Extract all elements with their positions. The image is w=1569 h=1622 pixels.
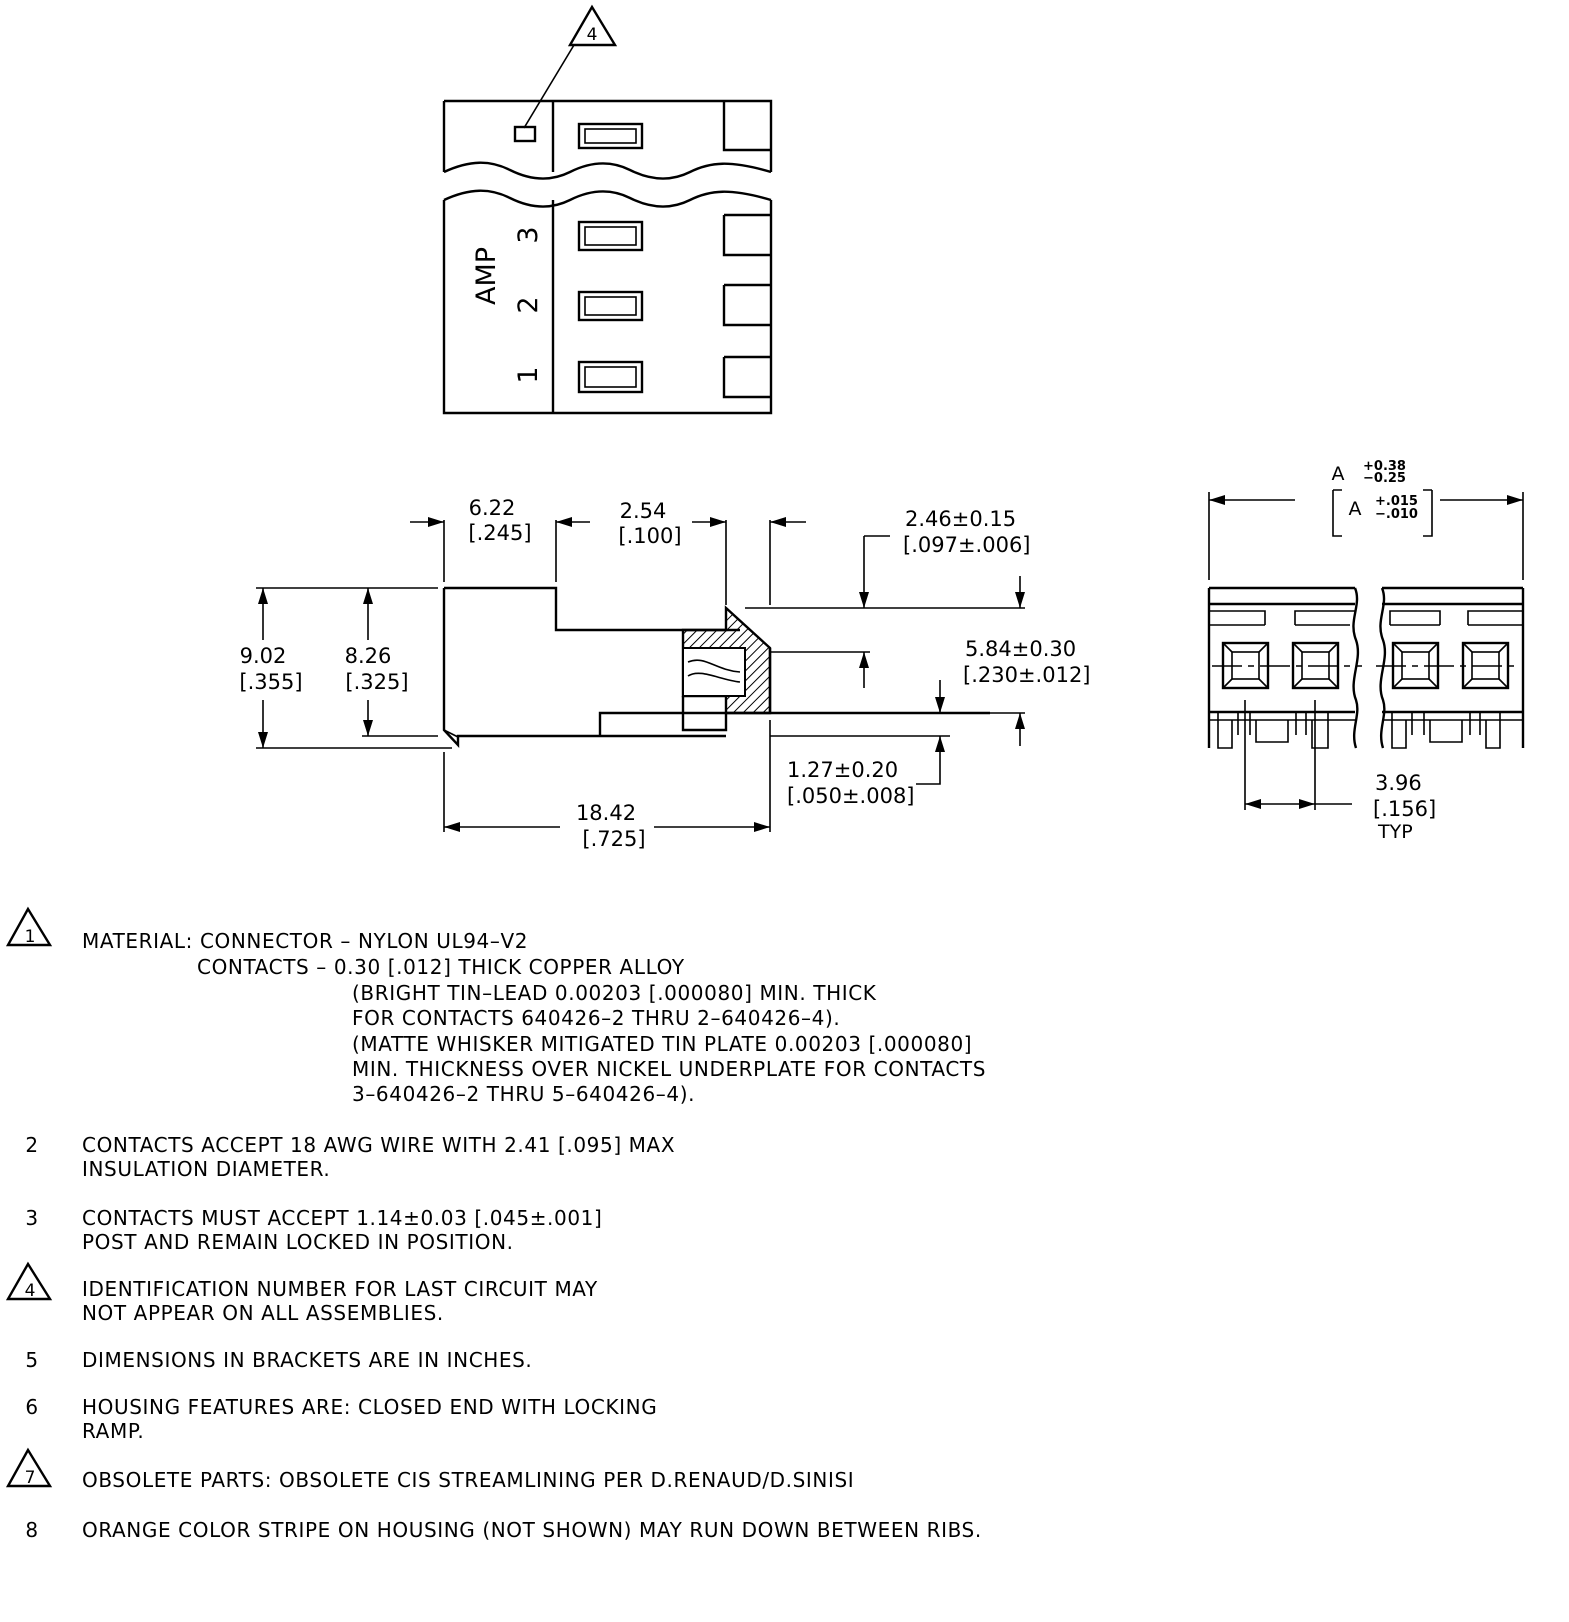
position-number-3: 3 [513,226,544,243]
note-1-number: 1 [25,927,36,947]
note-4-number: 4 [25,1281,36,1301]
dim-pitch-mm: 2.54 [620,499,667,523]
dim-offset-in: [.050±.008] [787,784,915,808]
side-view: 6.22 [.245] 2.54 [.100] 2.46±0.15 [.097±… [239,496,1090,851]
top-view: 4 AMP 3 2 1 [442,4,773,415]
note-1-line-4: FOR CONTACTS 640426–2 THRU 2–640426–4). [352,1006,840,1030]
note-8: 8 ORANGE COLOR STRIPE ON HOUSING (NOT SH… [25,1518,981,1542]
note-4-line-1: IDENTIFICATION NUMBER FOR LAST CIRCUIT M… [82,1277,598,1301]
dim-width-in: [.245] [468,521,531,545]
note-1-line-1: MATERIAL: CONNECTOR – NYLON UL94–V2 [82,929,528,953]
contact-slot [577,220,644,252]
tol-a-in: A [1349,498,1362,520]
tol-a-mm-plus: +0.38 [1363,459,1406,474]
note-5-number: 5 [25,1348,38,1372]
delta-4-label: 4 [587,25,598,45]
note-1: 1 MATERIAL: CONNECTOR – NYLON UL94–V2 CO… [5,906,986,1106]
contact-slot [577,122,644,150]
dim-width-mm: 6.22 [469,496,516,520]
pitch-typ: TYP [1377,821,1413,843]
note-3-number: 3 [25,1206,38,1230]
notes-section: 1 MATERIAL: CONNECTOR – NYLON UL94–V2 CO… [5,906,986,1542]
dim-pitch-in: [.100] [618,524,681,548]
note-4: 4 IDENTIFICATION NUMBER FOR LAST CIRCUIT… [5,1261,598,1325]
note-7-number: 7 [25,1468,36,1488]
note-6-number: 6 [25,1395,38,1419]
dim-length-mm: 18.42 [576,801,636,825]
note-1-line-6: MIN. THICKNESS OVER NICKEL UNDERPLATE FO… [352,1057,986,1081]
dim-contact-h-mm: 5.84±0.30 [965,637,1076,661]
dim-offset-mm: 1.27±0.20 [787,758,898,782]
note-7-line-1: OBSOLETE PARTS: OBSOLETE CIS STREAMLININ… [82,1468,854,1492]
delta-4-callout: 4 [513,4,618,143]
dim-contact-h-in: [.230±.012] [963,663,1091,687]
dim-ramp-mm: 2.46±0.15 [905,507,1016,531]
note-1-line-5: (MATTE WHISKER MITIGATED TIN PLATE 0.002… [352,1032,972,1056]
dim-overall-h-mm: 9.02 [240,644,287,668]
note-8-line-1: ORANGE COLOR STRIPE ON HOUSING (NOT SHOW… [82,1518,982,1542]
note-5: 5 DIMENSIONS IN BRACKETS ARE IN INCHES. [25,1348,532,1372]
position-number-1: 1 [513,366,544,383]
dim-overall-h-in: [.355] [239,670,302,694]
note-7: 7 OBSOLETE PARTS: OBSOLETE CIS STREAMLIN… [5,1447,854,1492]
pitch-in: [.156] [1373,797,1436,821]
dim-ramp-in: [.097±.006] [903,533,1031,557]
tol-a-mm-minus: −0.25 [1363,471,1406,486]
tol-a-in-minus: −.010 [1375,507,1418,522]
pitch-mm: 3.96 [1375,771,1422,795]
delta-4-icon [5,1261,53,1301]
note-3-line-1: CONTACTS MUST ACCEPT 1.14±0.03 [.045±.00… [82,1206,602,1230]
dim-body-h-in: [.325] [345,670,408,694]
brand-label: AMP [471,247,502,305]
locking-ramp [681,605,772,732]
tol-a-in-plus: +.015 [1375,494,1418,509]
note-3-line-2: POST AND REMAIN LOCKED IN POSITION. [82,1230,514,1254]
tol-a-mm: A [1332,463,1345,485]
delta-1-icon [5,906,53,947]
note-2: 2 CONTACTS ACCEPT 18 AWG WIRE WITH 2.41 … [25,1133,675,1181]
contact-slot [577,360,644,394]
note-4-line-2: NOT APPEAR ON ALL ASSEMBLIES. [82,1301,444,1325]
note-1-line-7: 3–640426–2 THRU 5–640426–4). [352,1082,695,1106]
note-3: 3 CONTACTS MUST ACCEPT 1.14±0.03 [.045±.… [25,1206,602,1254]
delta-7-icon [5,1447,53,1488]
dim-length-in: [.725] [582,827,645,851]
dim-body-h-mm: 8.26 [345,644,392,668]
note-2-line-2: INSULATION DIAMETER. [82,1157,330,1181]
note-6-line-2: RAMP. [82,1419,144,1443]
note-1-line-3: (BRIGHT TIN–LEAD 0.00203 [.000080] MIN. … [352,981,877,1005]
note-6: 6 HOUSING FEATURES ARE: CLOSED END WITH … [25,1395,657,1443]
contact-slot [577,290,644,322]
note-2-line-1: CONTACTS ACCEPT 18 AWG WIRE WITH 2.41 [.… [82,1133,675,1157]
end-view: A +0.38 −0.25 A +.015 −.010 [1207,459,1525,843]
note-6-line-1: HOUSING FEATURES ARE: CLOSED END WITH LO… [82,1395,657,1419]
note-8-number: 8 [25,1518,38,1542]
note-5-line-1: DIMENSIONS IN BRACKETS ARE IN INCHES. [82,1348,532,1372]
note-1-line-2: CONTACTS – 0.30 [.012] THICK COPPER ALLO… [197,955,685,979]
note-2-number: 2 [25,1133,38,1157]
position-number-2: 2 [513,296,544,313]
